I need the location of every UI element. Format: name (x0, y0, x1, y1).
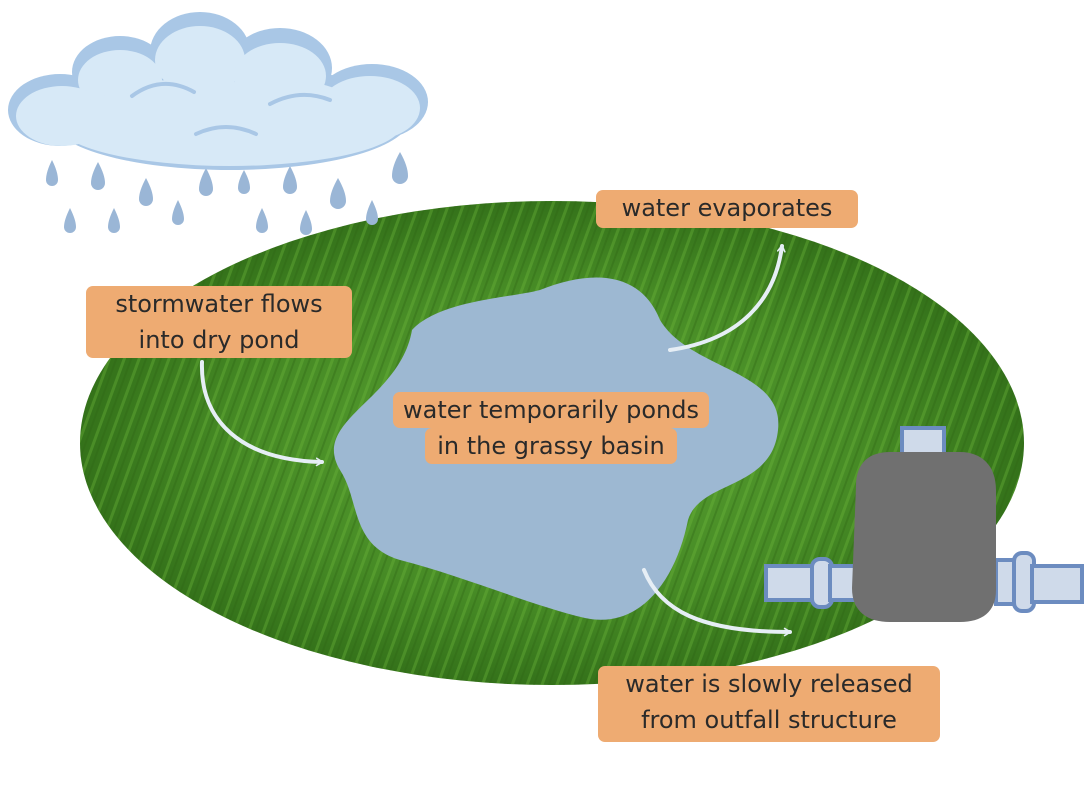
release-label: water is slowly released from outfall st… (598, 666, 940, 742)
inflow-label-line-2: into dry pond (138, 326, 300, 354)
release-arrow (642, 568, 792, 637)
release-label-line-2: from outfall structure (641, 706, 897, 734)
inflow-label: stormwater flows into dry pond (86, 286, 352, 358)
rain-cloud-icon (8, 12, 428, 235)
ponds-label-line-2: in the grassy basin (425, 428, 677, 464)
outfall-structure-icon (764, 426, 1084, 622)
ponds-label-line-1: water temporarily ponds (393, 392, 709, 428)
release-label-line-1: water is slowly released (625, 670, 913, 698)
ponds-label: water temporarily ponds in the grassy ba… (378, 392, 724, 464)
inflow-label-line-1: stormwater flows (115, 290, 323, 318)
evaporates-label-text: water evaporates (621, 194, 833, 222)
inflow-arrow (199, 360, 324, 467)
evaporation-arrow (668, 244, 786, 352)
evaporates-label: water evaporates (596, 190, 858, 228)
